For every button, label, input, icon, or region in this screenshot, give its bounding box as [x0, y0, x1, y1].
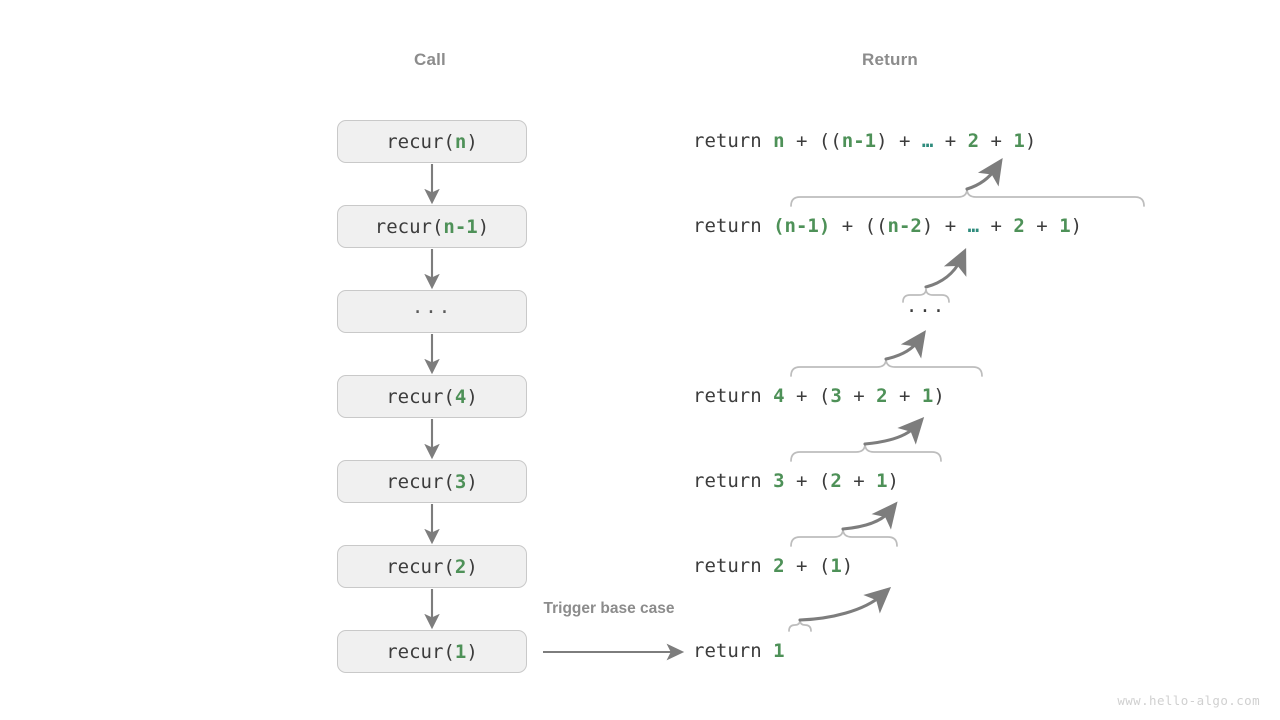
- call-box-text: recur(n): [386, 130, 478, 153]
- expr-token: +: [979, 130, 1014, 152]
- call-box-text: recur(4): [386, 385, 478, 408]
- expr-token: n-1: [841, 130, 877, 152]
- expr-token: 1: [921, 385, 934, 407]
- expr-token: +: [841, 470, 877, 492]
- expr-token: 2: [1013, 215, 1025, 237]
- expr-token: ((: [864, 215, 888, 237]
- expr-token: ): [841, 555, 854, 577]
- expr-token: 1: [876, 470, 888, 492]
- expr-token: (: [818, 385, 831, 407]
- expr-token: ) +: [876, 130, 922, 152]
- call-box-recur-n[interactable]: recur(n): [337, 120, 527, 163]
- expr-token: +: [784, 385, 819, 407]
- call-box-ellipsis[interactable]: ···: [337, 290, 527, 333]
- call-box-recur-1[interactable]: recur(1): [337, 630, 527, 673]
- call-box-text: recur(n-1): [374, 215, 490, 238]
- call-box-recur-4[interactable]: recur(4): [337, 375, 527, 418]
- return-keyword: return: [693, 215, 774, 237]
- return-line-1: return n + ((n-1) + … + 2 + 1): [693, 132, 1036, 151]
- expr-token: (: [773, 215, 785, 237]
- expr-token: +: [784, 130, 819, 152]
- expr-token: +: [784, 470, 819, 492]
- expr-token: 4: [773, 385, 785, 407]
- return-line-5: return 3 + (2 + 1): [693, 472, 899, 491]
- expr-token: ((: [818, 130, 842, 152]
- expr-token: 1: [830, 555, 842, 577]
- expr-token: +: [933, 130, 968, 152]
- call-box-dots: ···: [411, 300, 453, 323]
- return-line-2: return (n-1) + ((n-2) + … + 2 + 1): [693, 217, 1082, 236]
- expr-token: 2: [876, 385, 888, 407]
- return-keyword: return: [693, 130, 774, 152]
- call-box-text: recur(3): [386, 470, 478, 493]
- watermark: www.hello-algo.com: [1117, 693, 1260, 708]
- call-box-text: recur(2): [386, 555, 478, 578]
- return-line-7: return 1: [693, 642, 785, 661]
- expr-token: ): [887, 470, 899, 492]
- expr-token: ): [818, 215, 831, 237]
- expr-token: (: [818, 555, 831, 577]
- expr-token: 3: [773, 470, 785, 492]
- expr-token: +: [784, 555, 819, 577]
- column-header-return: Return: [862, 50, 918, 69]
- expr-token: 1: [1013, 130, 1025, 152]
- expr-token: +: [830, 215, 865, 237]
- expr-token: n-2: [887, 215, 922, 237]
- expr-token: +: [841, 385, 877, 407]
- expr-token: ): [1024, 130, 1037, 152]
- trigger-base-case-label: Trigger base case: [543, 600, 675, 617]
- expr-token: 2: [967, 130, 980, 152]
- return-line-4: return 4 + (3 + 2 + 1): [693, 387, 945, 406]
- call-box-recur-n-1[interactable]: recur(n-1): [337, 205, 527, 248]
- call-box-recur-2[interactable]: recur(2): [337, 545, 527, 588]
- expr-token: +: [887, 385, 922, 407]
- return-line-6: return 2 + (1): [693, 557, 853, 576]
- return-ellipsis: ···: [905, 300, 947, 322]
- expr-token: …: [921, 130, 934, 152]
- expr-token: ): [933, 385, 945, 407]
- column-header-call: Call: [414, 50, 446, 69]
- expr-token: ): [1070, 215, 1083, 237]
- expr-token: ) +: [921, 215, 968, 237]
- expr-token: …: [967, 215, 980, 237]
- return-keyword: return: [693, 385, 774, 407]
- expr-token: n: [773, 130, 785, 152]
- call-box-recur-3[interactable]: recur(3): [337, 460, 527, 503]
- expr-token: 1: [1059, 215, 1071, 237]
- expr-token: 2: [830, 470, 842, 492]
- call-box-text: recur(1): [386, 640, 478, 663]
- expr-token: 1: [773, 640, 785, 662]
- expr-token: n-1: [784, 215, 819, 237]
- return-keyword: return: [693, 470, 774, 492]
- expr-token: +: [979, 215, 1014, 237]
- return-keyword: return: [693, 555, 774, 577]
- return-keyword: return: [693, 640, 774, 662]
- expr-token: 3: [830, 385, 842, 407]
- expr-token: 2: [773, 555, 785, 577]
- expr-token: (: [818, 470, 831, 492]
- expr-token: +: [1024, 215, 1060, 237]
